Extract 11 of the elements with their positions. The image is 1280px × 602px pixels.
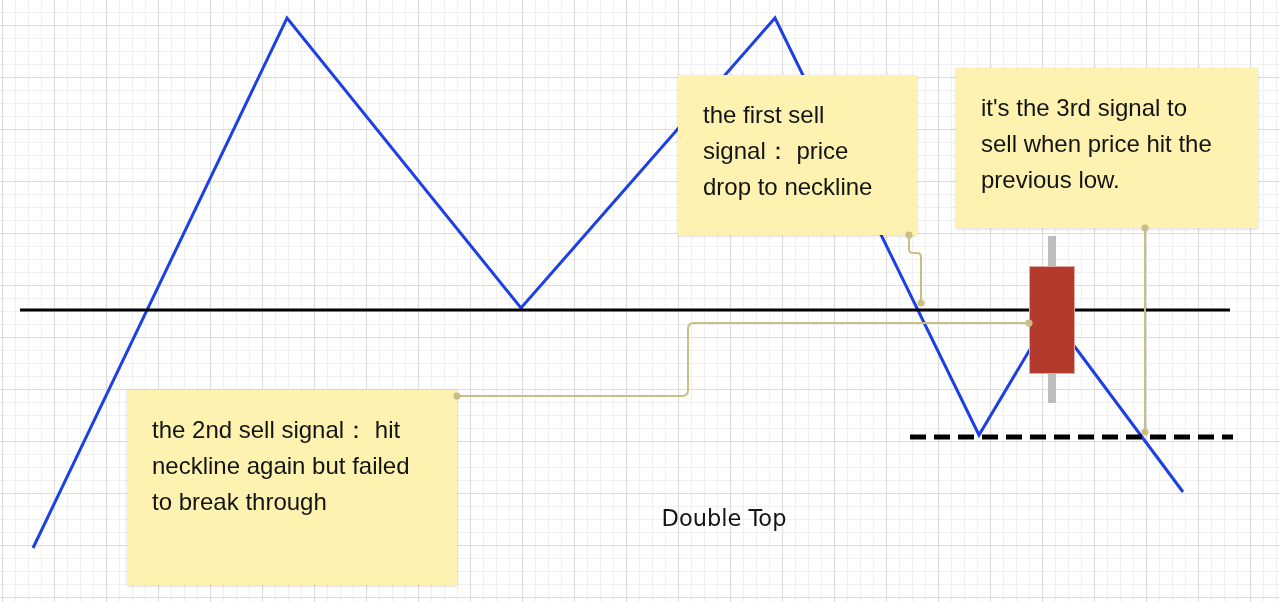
candlestick xyxy=(1029,236,1075,403)
note-text: it's the 3rd signal to sell when price hit the previous low. xyxy=(981,93,1213,195)
leader-line xyxy=(1141,224,1149,436)
leader-line xyxy=(905,231,925,307)
note-text: the 2nd sell signal： hit neckline again but failed to break through xyxy=(152,415,411,517)
sticky-note xyxy=(127,390,457,585)
sticky-note xyxy=(678,75,917,235)
note-text: the first sell signal： price drop to neckline xyxy=(703,100,874,202)
caption: Double Top xyxy=(661,507,787,530)
sticky-note xyxy=(956,68,1258,228)
leader-line xyxy=(453,319,1033,400)
